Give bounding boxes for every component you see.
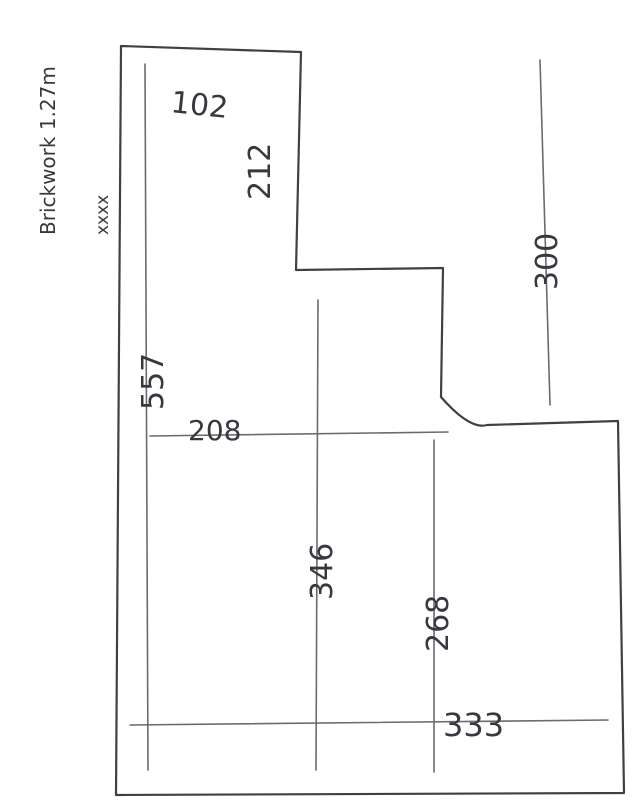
- right-offset-dimension-line: [539, 59, 551, 406]
- note-line-1: Brickwork 1.27m: [36, 66, 60, 235]
- label-top-block-width: 212: [243, 143, 278, 200]
- bottom-width-dimension-line: [129, 719, 609, 726]
- label-inner-run: 208: [188, 414, 241, 447]
- note-line-2: xxxx: [93, 195, 113, 235]
- label-middle-run: 346: [305, 543, 340, 600]
- label-right-offset: 300: [530, 233, 565, 290]
- label-top-block-depth: 102: [169, 85, 230, 126]
- label-left-height: 557: [136, 353, 171, 410]
- label-bottom-width: 333: [443, 706, 504, 744]
- room-outline: [114, 44, 626, 797]
- inner-run-dimension-line: [149, 431, 449, 437]
- label-lower-run: 268: [421, 595, 456, 652]
- left-height-dimension-line: [144, 63, 149, 771]
- middle-run-dimension-line: [315, 299, 319, 771]
